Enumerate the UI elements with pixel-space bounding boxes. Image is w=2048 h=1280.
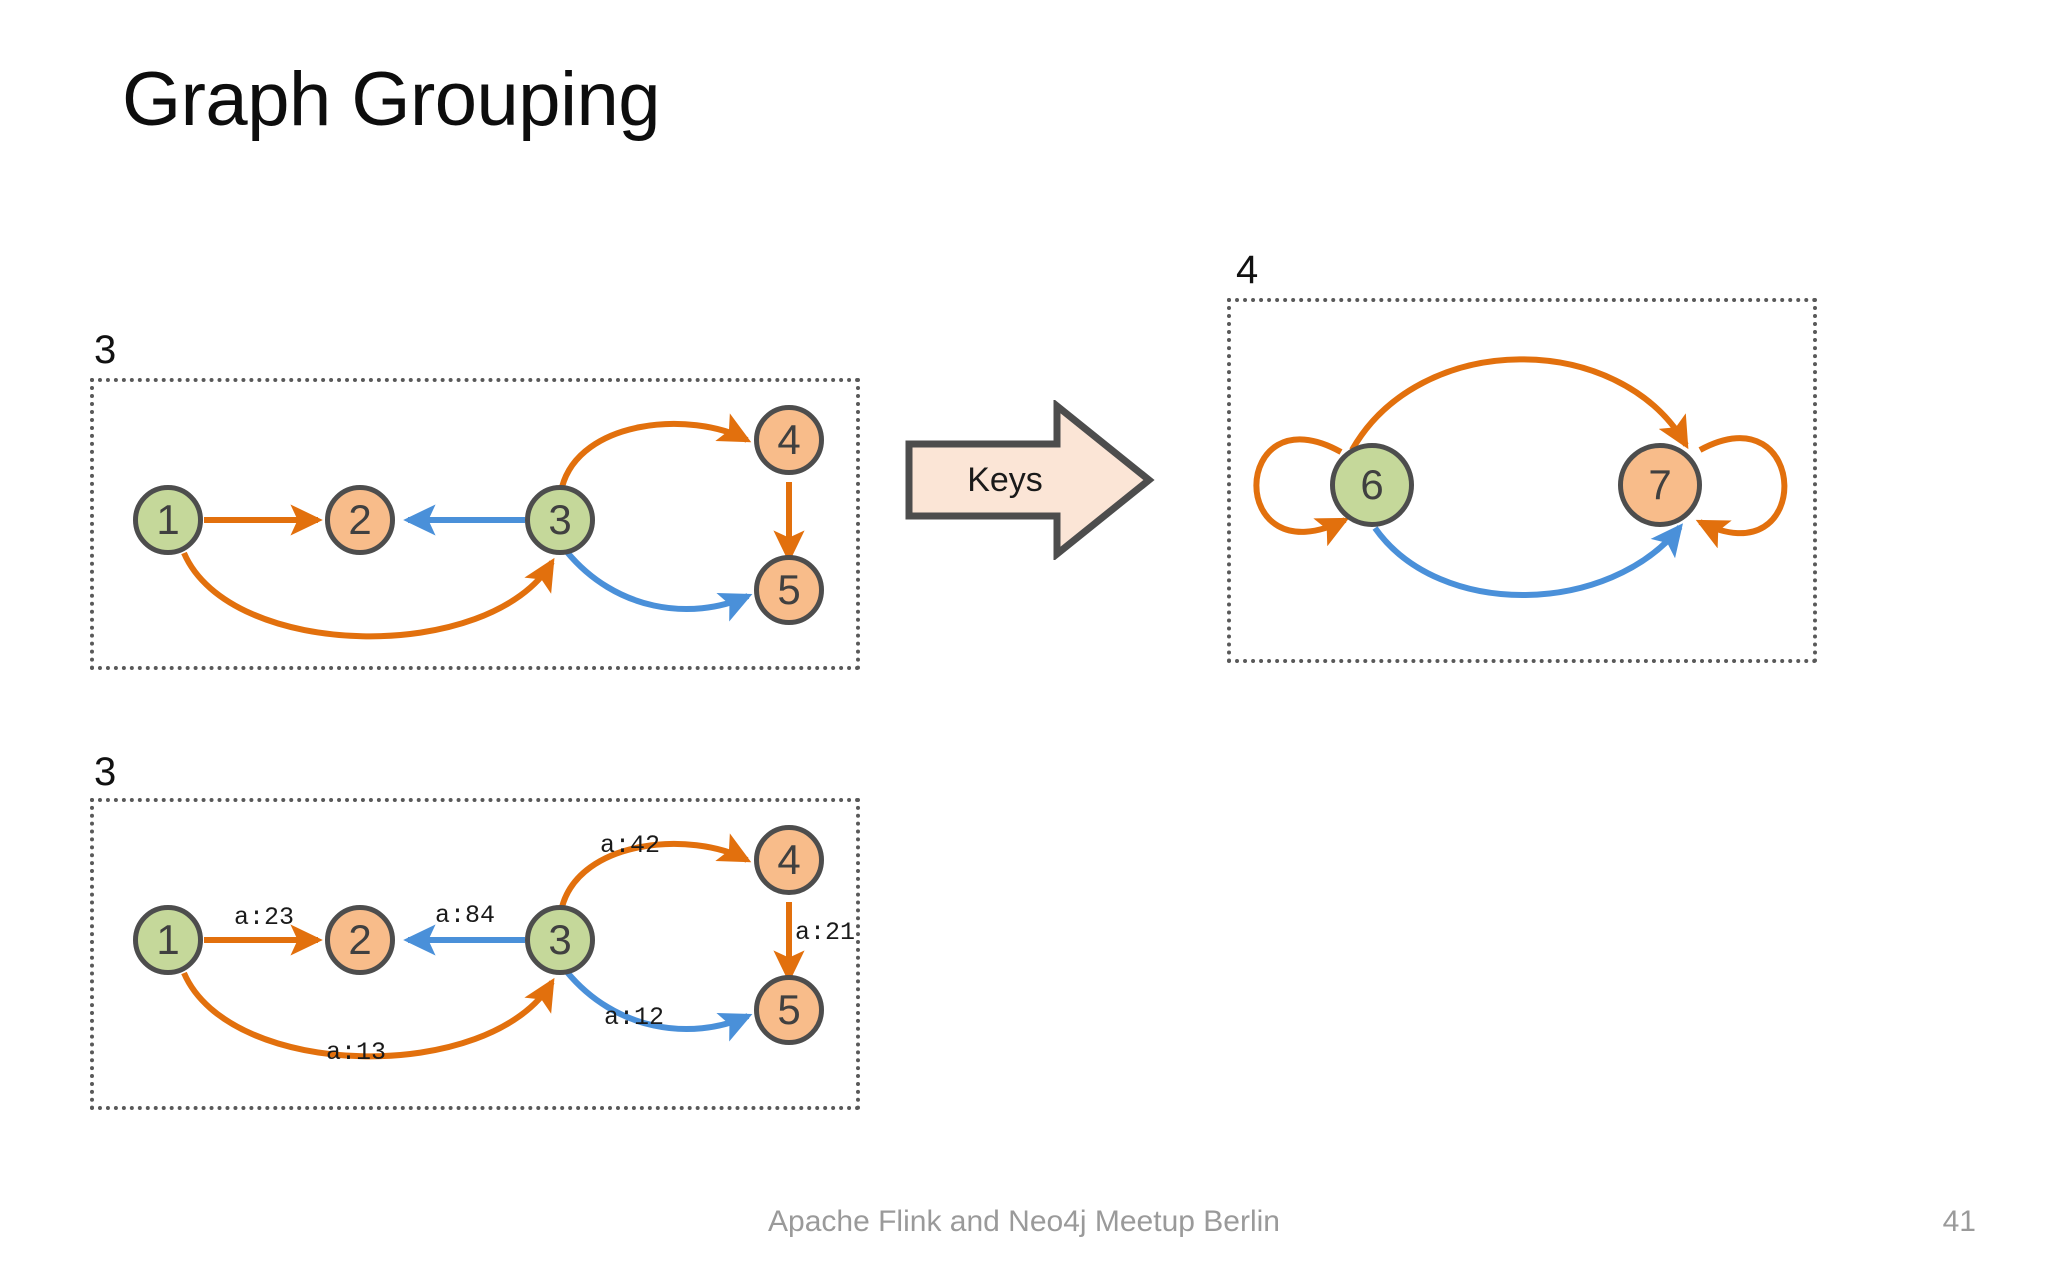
node-label: 7 [1648, 461, 1672, 508]
node-2[interactable]: 2 [325, 485, 395, 555]
output-grouped-box [1227, 298, 1817, 663]
edge-label-1-2: a:23 [234, 903, 295, 932]
panel-count-label-output-grouped: 4 [1236, 248, 1259, 292]
keys-label: Keys [967, 460, 1043, 499]
node-1-attr[interactable]: 1 [133, 905, 203, 975]
node-label: 4 [777, 836, 801, 883]
edge-label-4-5: a:21 [795, 918, 856, 947]
node-6[interactable]: 6 [1330, 443, 1414, 527]
node-3-attr[interactable]: 3 [525, 905, 595, 975]
page-title: Graph Grouping [122, 57, 661, 142]
node-1[interactable]: 1 [133, 485, 203, 555]
edge-label-1-3: a:13 [326, 1038, 387, 1067]
node-label: 3 [548, 496, 572, 543]
panel-count-label-input-attributes: 3 [94, 750, 117, 794]
edge-label-3-5: a:12 [604, 1003, 665, 1032]
node-label: 2 [348, 916, 372, 963]
keys-transform-arrow[interactable]: Keys [905, 398, 1155, 562]
node-label: 2 [348, 496, 372, 543]
panel-count-label-input-structure: 3 [94, 328, 117, 372]
node-7[interactable]: 7 [1618, 443, 1702, 527]
footer-text: Apache Flink and Neo4j Meetup Berlin [768, 1205, 1280, 1238]
edge-label-3-2: a:84 [435, 901, 496, 930]
node-3[interactable]: 3 [525, 485, 595, 555]
page-number: 41 [1942, 1205, 1976, 1238]
right-arrow-icon [905, 398, 1155, 562]
node-label: 3 [548, 916, 572, 963]
edge-label-3-4: a:42 [600, 831, 661, 860]
node-label: 1 [156, 916, 180, 963]
node-4[interactable]: 4 [754, 405, 824, 475]
input-structure-box [90, 378, 860, 670]
node-label: 5 [777, 566, 801, 613]
input-attributes-box [90, 798, 860, 1110]
node-5-attr[interactable]: 5 [754, 975, 824, 1045]
node-label: 1 [156, 496, 180, 543]
node-label: 5 [777, 986, 801, 1033]
node-label: 4 [777, 416, 801, 463]
node-label: 6 [1360, 461, 1384, 508]
node-2-attr[interactable]: 2 [325, 905, 395, 975]
node-4-attr[interactable]: 4 [754, 825, 824, 895]
node-5[interactable]: 5 [754, 555, 824, 625]
